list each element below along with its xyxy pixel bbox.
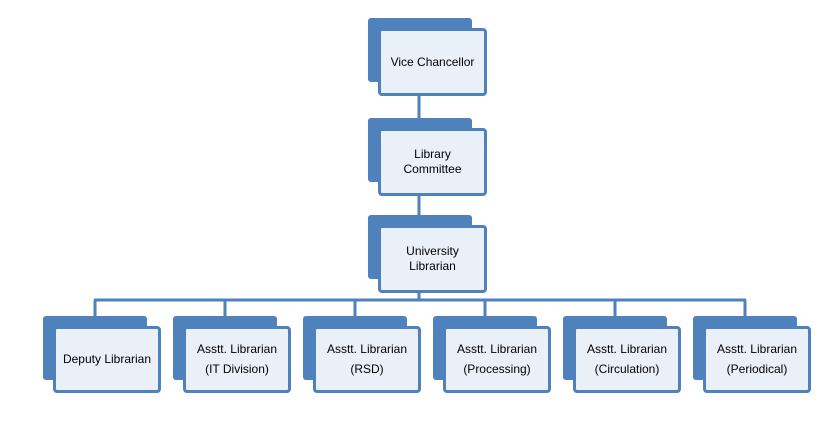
node-label-line-1: Library bbox=[414, 147, 451, 161]
node-label-line-1: Asstt. Librarian bbox=[716, 342, 798, 356]
node-box: Asstt. Librarian (IT Division) bbox=[183, 326, 291, 393]
node-label-line-2: (Periodical) bbox=[726, 362, 788, 376]
node-label-line-1: Asstt. Librarian bbox=[196, 342, 278, 356]
node-box: Asstt. Librarian (Circulation) bbox=[573, 326, 681, 393]
node-label-line-2: (Circulation) bbox=[594, 362, 660, 376]
node-label-line-1: Asstt. Librarian bbox=[456, 342, 538, 356]
node-label-line-2: (Processing) bbox=[463, 362, 531, 376]
node-box: Library Committee bbox=[378, 128, 487, 196]
node-label-line-1: University bbox=[406, 244, 459, 258]
node-box: Deputy Librarian bbox=[53, 326, 161, 393]
node-label-line-2: Librarian bbox=[409, 259, 456, 273]
node-box: Vice Chancellor bbox=[378, 28, 487, 96]
node-box: Asstt. Librarian (Periodical) bbox=[703, 326, 811, 393]
node-label-line-1: Asstt. Librarian bbox=[326, 342, 408, 356]
node-box: Asstt. Librarian (RSD) bbox=[313, 326, 421, 393]
node-label-line-2: Committee bbox=[403, 162, 462, 176]
node-label-line-2: (IT Division) bbox=[205, 362, 269, 376]
node-box: University Librarian bbox=[378, 225, 487, 293]
node-label: Vice Chancellor bbox=[390, 54, 475, 69]
node-label-line-1: Asstt. Librarian bbox=[586, 342, 668, 356]
node-label: Deputy Librarian bbox=[62, 352, 152, 366]
node-box: Asstt. Librarian (Processing) bbox=[443, 326, 551, 393]
node-label-line-2: (RSD) bbox=[350, 362, 384, 376]
